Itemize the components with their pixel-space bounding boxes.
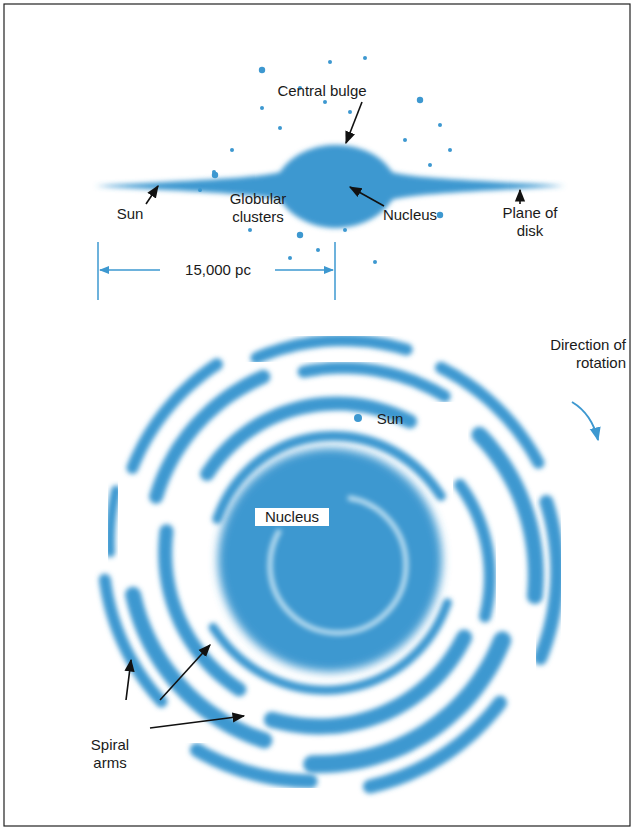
spiral-arm: [460, 485, 490, 616]
cluster-dot: [417, 97, 423, 103]
spiral-arm: [165, 531, 239, 689]
cluster-dot: [428, 163, 432, 167]
cluster-dot: [403, 138, 407, 142]
side-view: [95, 56, 565, 264]
arms-label: Spiral arms: [80, 736, 140, 772]
rotation-label: Direction of rotation: [516, 336, 626, 372]
cluster-dot: [343, 228, 347, 232]
dimension-label: 15,000 pc: [161, 261, 275, 279]
cluster-dot: [259, 67, 265, 73]
cluster-dot: [278, 126, 282, 130]
top-view: [105, 340, 557, 786]
spiral-arm: [370, 703, 500, 787]
cluster-dot: [363, 56, 367, 60]
cluster-dot: [260, 106, 264, 110]
spiral-arm: [479, 435, 535, 596]
bulge-label: Central bulge: [262, 82, 382, 100]
spiral-arm: [441, 368, 538, 463]
cluster-dot: [288, 256, 292, 260]
nucleus-label: Nucleus: [375, 206, 445, 224]
nucleus-disk: [218, 448, 442, 672]
cluster-dot: [323, 100, 327, 104]
rotation-arrow: [572, 402, 598, 440]
cluster-dot: [230, 148, 234, 152]
spiral-arm: [213, 603, 447, 690]
spiral-arm: [217, 436, 441, 519]
cluster-dot: [373, 260, 377, 264]
cluster-dot: [437, 212, 443, 218]
spiral-arms: [105, 340, 557, 786]
spiral-arm: [312, 640, 502, 764]
spiral-arm: [105, 580, 162, 702]
spiral-arm: [272, 638, 464, 727]
cluster-dot: [297, 232, 303, 238]
sun-label: Sun: [105, 205, 155, 223]
cluster-dot: [438, 123, 442, 127]
leader-lines: [126, 102, 520, 728]
frame: [4, 4, 630, 826]
spiral-arm: [110, 490, 116, 552]
cluster-dot: [316, 248, 320, 252]
galaxy-disk: [95, 145, 565, 228]
spiral-arm: [540, 502, 557, 658]
globular-clusters: [198, 56, 452, 264]
spiral-arm: [132, 364, 217, 468]
sun-label: Sun: [365, 410, 415, 428]
cluster-dot: [448, 148, 452, 152]
clusters-label: Globular clusters: [215, 190, 301, 226]
plane-label: Plane of disk: [498, 204, 562, 240]
cluster-dot: [198, 188, 202, 192]
dimension: [98, 242, 335, 300]
cluster-dot: [348, 110, 352, 114]
spiral-arm: [256, 340, 406, 358]
spiral-arm: [197, 750, 311, 781]
spiral-arm: [304, 368, 445, 396]
cluster-dot: [328, 60, 332, 64]
cluster-dot: [212, 170, 216, 174]
nucleus-label: Nucleus: [255, 508, 329, 526]
sun-dot: [354, 414, 362, 422]
spiral-arm: [133, 595, 264, 741]
cluster-dot: [248, 228, 252, 232]
